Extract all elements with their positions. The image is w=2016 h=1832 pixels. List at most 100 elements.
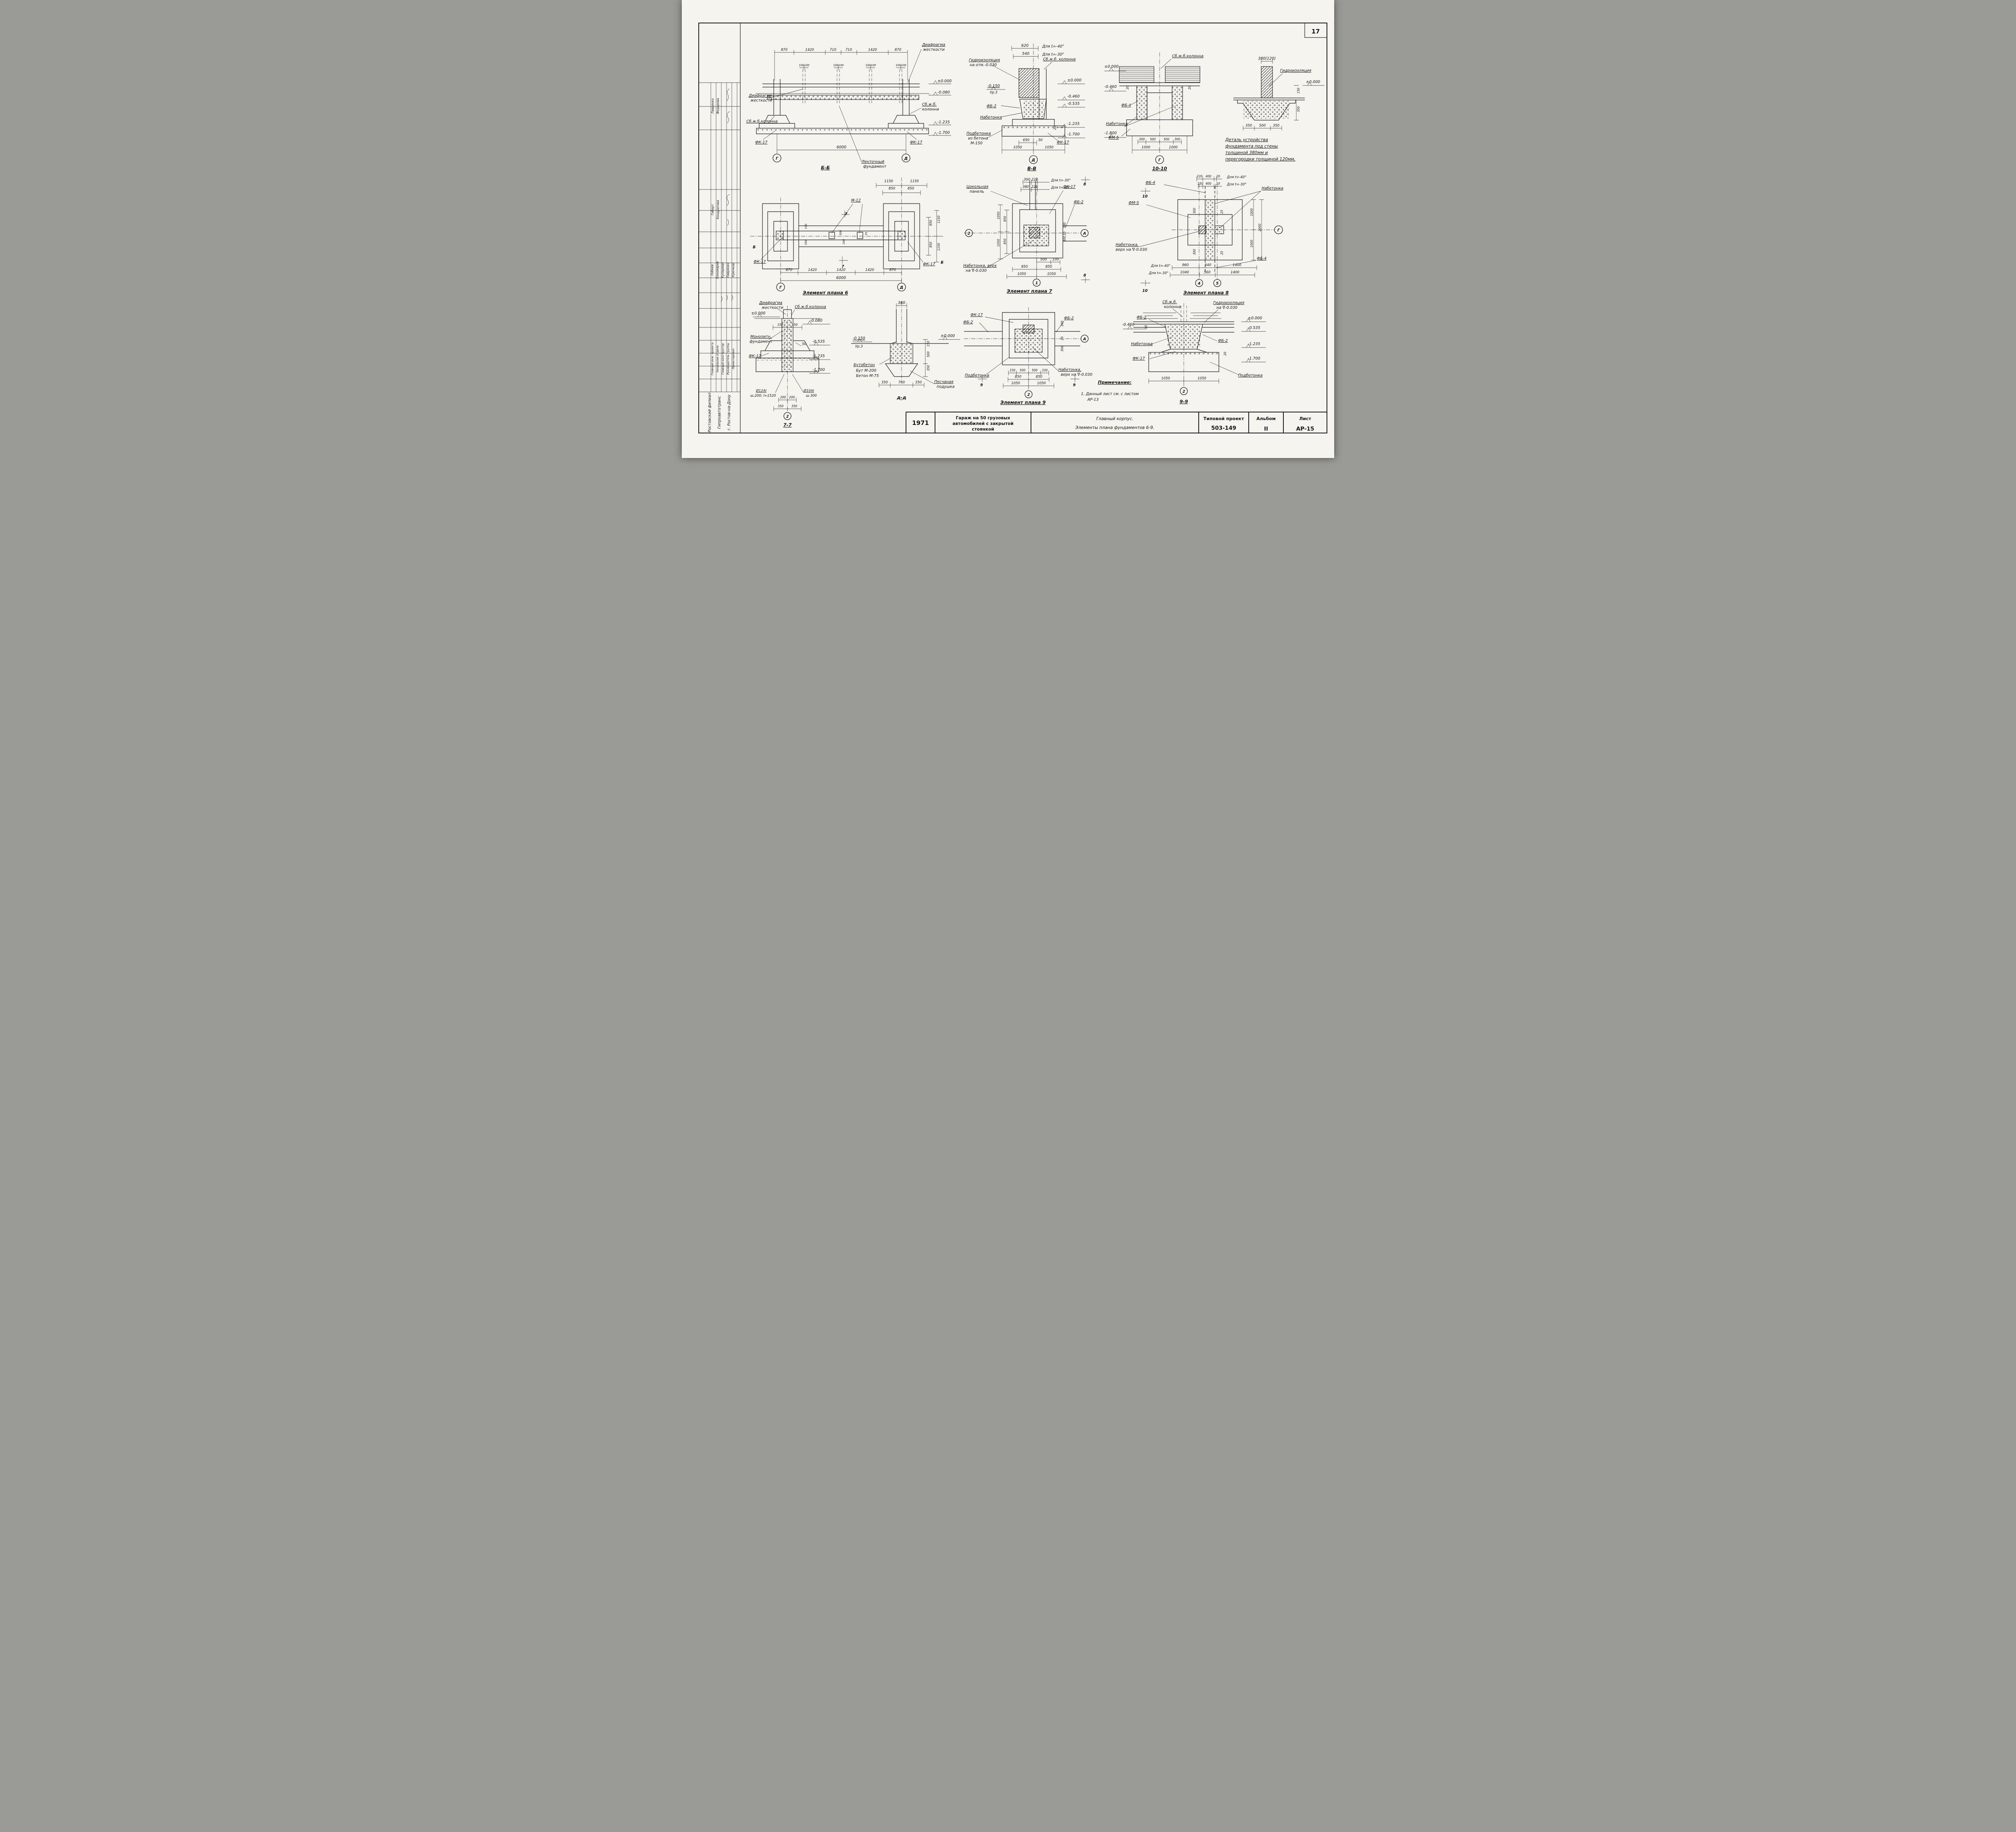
title-album-label: Альбом	[1256, 416, 1276, 421]
dim: 220	[1031, 185, 1038, 189]
dim: 350	[1297, 106, 1300, 112]
dim: 20	[1188, 85, 1191, 90]
dim: 870	[786, 268, 792, 272]
elevation: -0.535	[812, 339, 825, 344]
dim: 500	[1040, 258, 1047, 262]
dim: 200	[789, 396, 795, 399]
label-podbetonka: М-150	[971, 141, 983, 146]
section-mark: 7	[841, 264, 844, 269]
elevation-note: Ур.З	[990, 91, 998, 95]
elevation-note: Ур.З	[855, 345, 863, 349]
section-mark: 10	[1142, 194, 1148, 199]
p6-outline	[762, 203, 920, 269]
elevation: -1.235	[1248, 342, 1260, 346]
elevation: ±0.000	[1104, 65, 1118, 69]
note-line: АР-13	[1087, 398, 1099, 402]
org-name: г. Ростов-на-Дону	[727, 394, 731, 430]
label-fk17: ФК-17	[1133, 356, 1145, 361]
p7-axes-lines	[964, 177, 1081, 278]
section-10-10: Сб.ж.б.колонна ±0.000 -0.460 -1.800 20 2…	[1104, 52, 1204, 171]
dim: 1050	[1161, 377, 1170, 381]
label-monolith: Монолитн.	[750, 335, 772, 339]
s10-dims	[1104, 67, 1187, 154]
dim: 330	[1052, 258, 1059, 262]
dim: 200	[842, 239, 846, 244]
label-strip-foundation: Ленточный	[861, 160, 884, 164]
p7-dims	[998, 180, 1067, 279]
elevation: -0.535	[1248, 326, 1260, 330]
dim: 100	[901, 64, 906, 67]
dim: 400	[1206, 175, 1212, 178]
plan-element-9: ФК-17 ФБ-2 ФБ-2 Подбетонка Набетонка, ве…	[963, 307, 1092, 405]
title-block-border	[906, 412, 1327, 433]
view-caption: д-д	[896, 395, 906, 400]
view-caption: 7-7	[783, 422, 792, 428]
elevation: -0.080	[810, 319, 823, 323]
view-caption: В-В	[1027, 166, 1037, 171]
signature-name: Лавренко	[711, 98, 714, 114]
label-nabetonka: Набетонка	[1106, 122, 1128, 126]
section-mark: 7	[845, 212, 848, 217]
label-nabetonka: Набетонка	[980, 115, 1002, 120]
label-diaphragm: жесткости	[761, 306, 783, 310]
stamp-role: Начальник отдела	[716, 346, 719, 372]
view-caption: Элемент плана 6	[803, 290, 848, 296]
s10-leaders	[1121, 58, 1177, 137]
dd-pad	[885, 363, 918, 377]
axis-marker	[1029, 155, 1038, 164]
label-nabetonka: на ∇-0.030	[966, 269, 987, 273]
dim: 380(120)	[1258, 56, 1276, 61]
label-fb2: ФБ-2	[1064, 316, 1074, 321]
p8-section-marks	[1141, 188, 1150, 286]
signature-name: Куперман	[721, 262, 725, 278]
dim: 640	[1205, 263, 1211, 267]
elevation: ±0.000	[751, 311, 765, 316]
dim: 150	[1297, 87, 1300, 94]
label-nabetonka: Набетонка,	[1116, 243, 1139, 247]
dim: 850	[929, 220, 933, 226]
label-fm5: ФМ-5	[1129, 201, 1139, 205]
dim: 710	[830, 48, 836, 52]
label-fk17: ФК-17	[923, 262, 935, 266]
p9-section-marks	[978, 376, 1079, 382]
p8-dims	[1170, 177, 1264, 277]
dim: 200	[780, 396, 786, 399]
label-fb4: ФБ-4	[1257, 256, 1266, 261]
section-bb: 870 1420 710 710 1420 870 100 100 100 10…	[746, 43, 952, 171]
label-butobeton: Бутобетон	[854, 363, 875, 367]
signature-scribbles	[721, 88, 733, 302]
dim: 1400	[1231, 271, 1239, 275]
dim: 100	[804, 64, 810, 67]
dim: 20	[1216, 175, 1220, 178]
elevation: ±0.000	[1067, 78, 1081, 83]
axis-marker	[783, 412, 791, 420]
label-fk17: ФК-17	[754, 260, 766, 264]
section-vv: 620 Для t=-40° 540 Для t=-30° Гидроизоля…	[966, 44, 1085, 171]
label-fb4: ФБ-4	[1121, 103, 1131, 108]
elevation: -0.080	[937, 90, 950, 95]
org-name: Ростовский филиал	[708, 393, 712, 432]
elevation: ±0.000	[937, 79, 952, 83]
bb-outline	[756, 79, 929, 134]
label-fk17: ФК-17	[910, 140, 922, 145]
elevation: -1.235	[937, 120, 950, 125]
note-block: Примечание: 1. Данный лист см. с листом …	[1081, 380, 1139, 402]
dim: 20	[1126, 85, 1129, 90]
signature-name: Крючков	[731, 263, 735, 277]
section-mark: 10	[1142, 289, 1148, 293]
section-dd: 380 -0.150 Ур.З ±0.000 150 500 350 Бутоб…	[851, 301, 960, 400]
dim: 1420	[865, 268, 874, 272]
axis-letter: Г	[1277, 228, 1280, 233]
axis-marker	[1195, 279, 1203, 287]
dim: 1420	[837, 268, 846, 272]
dim: 350	[915, 381, 922, 385]
label-diaphragm: Диафрагма	[748, 94, 772, 98]
title-object: автомобилей с закрытой	[952, 421, 1013, 426]
dim: 350	[881, 381, 888, 385]
dim: 350	[1245, 124, 1252, 128]
dim: 10	[1216, 182, 1220, 185]
dim: 870	[889, 268, 896, 272]
label-column: колонна	[922, 107, 939, 112]
label-podbetonka: Подбетонка	[965, 373, 989, 378]
dim: 220	[1197, 175, 1203, 178]
